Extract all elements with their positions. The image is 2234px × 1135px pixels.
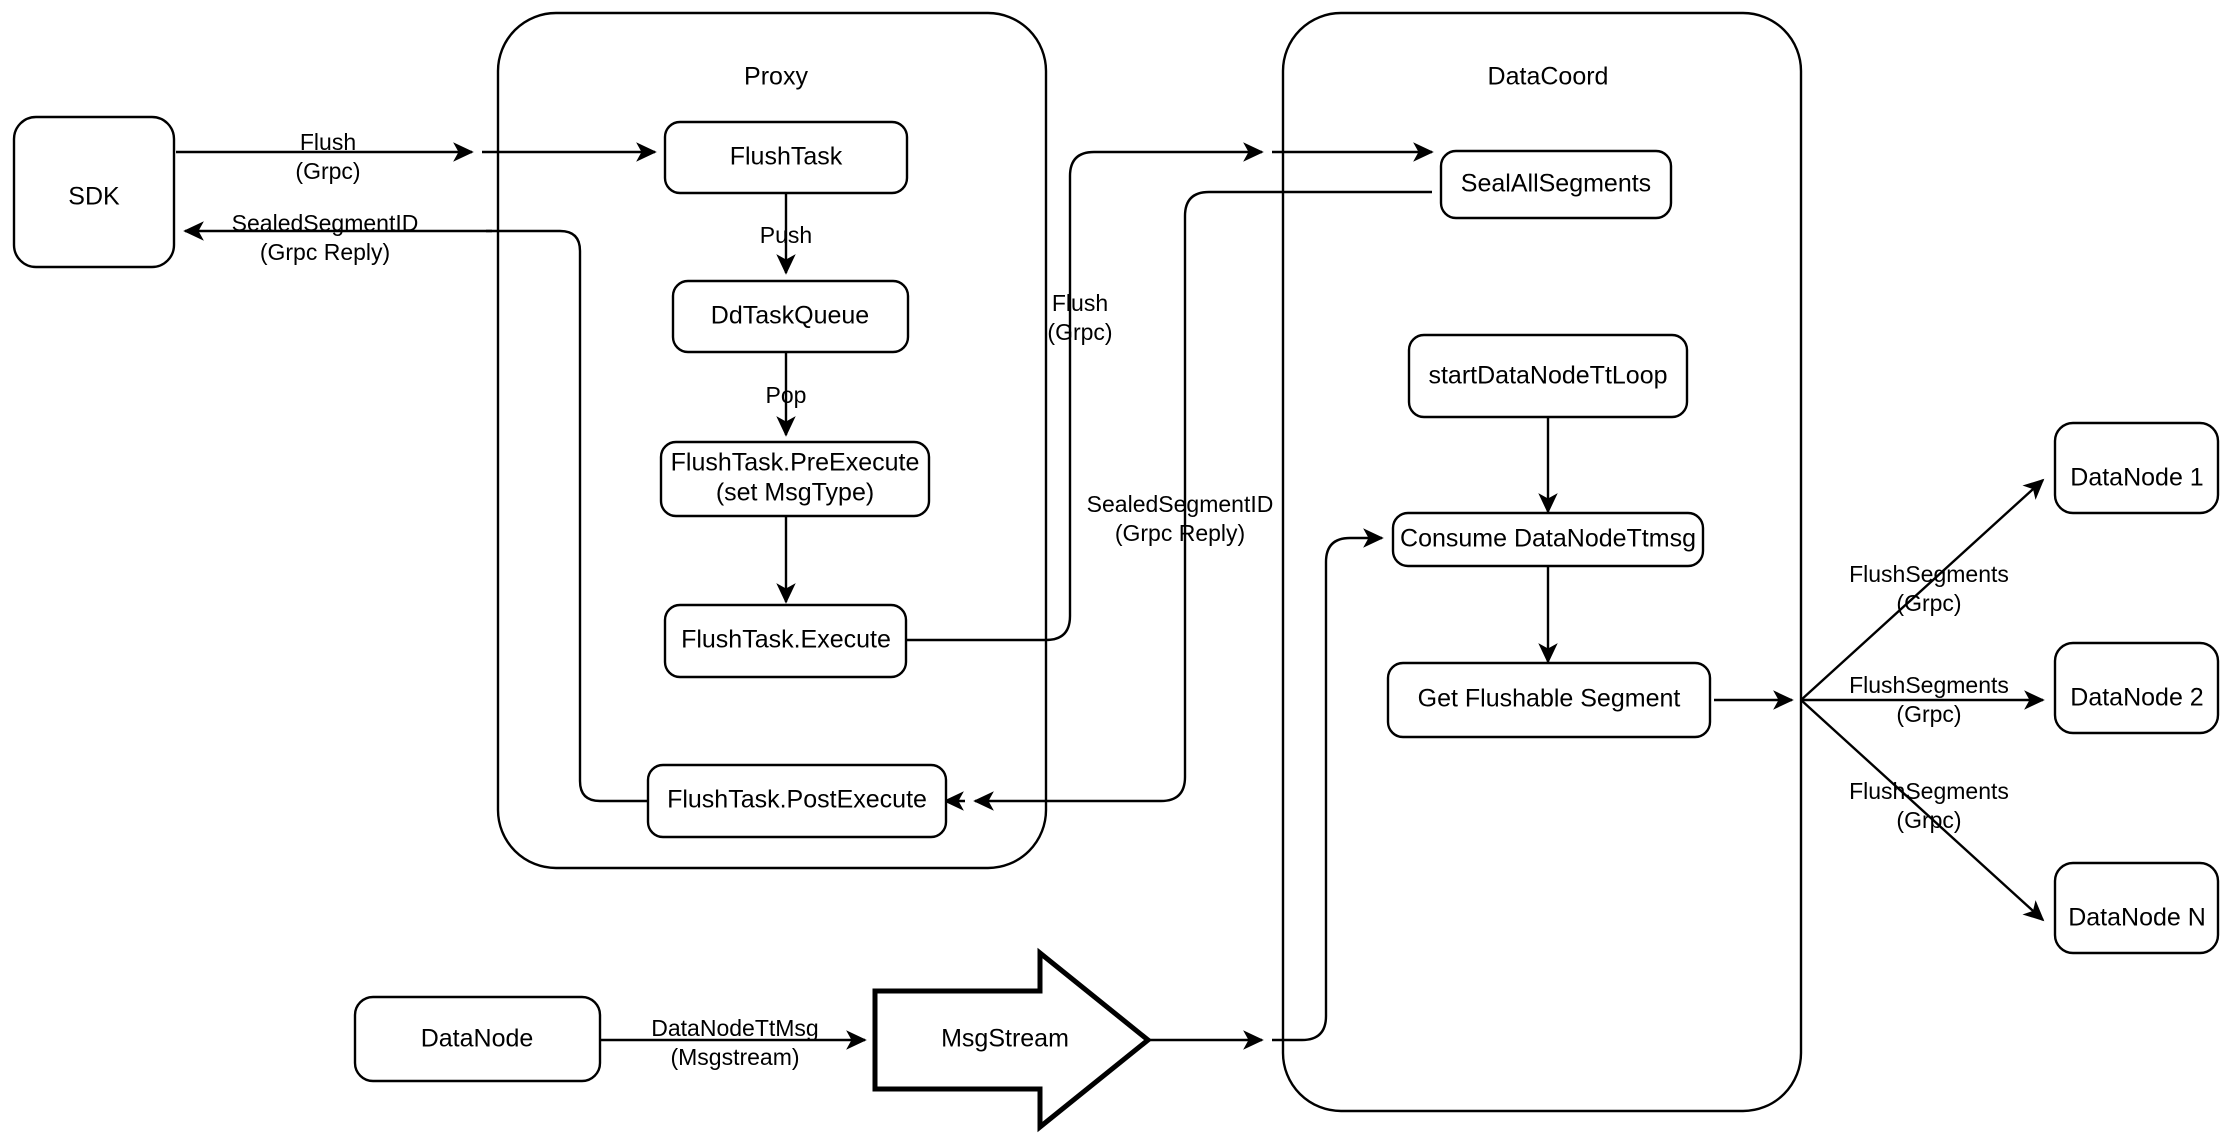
node-datanode-2[interactable]: DataNode 2 [2053, 641, 2220, 735]
node-datanode-n-shape [2053, 861, 2220, 955]
node-flush-task-execute-label: FlushTask.Execute [681, 626, 891, 654]
edge-label-flushsegments-n-line1: FlushSegments [1849, 778, 2009, 804]
edge-label-flush-datacoord-line1: Flush [1052, 290, 1108, 316]
edge-label-flush-segments-n: FlushSegments (Grpc) [1849, 778, 2009, 833]
edge-label-flushsegments-2-line2: (Grpc) [1896, 701, 1961, 727]
node-datanode-n-label: DataNode N [2068, 904, 2206, 932]
node-flush-task-execute-shape [663, 603, 908, 679]
edge-label-flushsegments-2-line1: FlushSegments [1849, 672, 2009, 698]
node-get-flushable-segment-shape [1386, 661, 1712, 739]
node-datanode-1-label: DataNode 1 [2070, 464, 2203, 492]
edge-label-flushsegments-1-line1: FlushSegments [1849, 561, 2009, 587]
edge-label-sealedsegmentid-reply-line2: (Grpc Reply) [1115, 520, 1245, 546]
node-seal-all-segments-label: SealAllSegments [1461, 170, 1651, 198]
node-consume-datanode-ttmsg[interactable]: Consume DataNodeTtmsg [1391, 511, 1705, 568]
node-flush-task[interactable]: FlushTask [663, 120, 909, 195]
node-msgstream[interactable]: MsgStream [872, 947, 1152, 1133]
edge-label-flushsegments-n-line2: (Grpc) [1896, 807, 1961, 833]
edge-label-sealedsegmentid-line2: (Grpc Reply) [260, 239, 390, 265]
datacoord-container-title: DataCoord [1488, 63, 1609, 91]
node-flush-task-post-execute[interactable]: FlushTask.PostExecute [646, 763, 948, 839]
node-sdk-label: SDK [68, 183, 120, 211]
node-datanode-1[interactable]: DataNode 1 [2053, 421, 2220, 515]
edge-label-sealedsegmentid-reply-line1: SealedSegmentID [1087, 491, 1274, 517]
node-get-flushable-segment[interactable]: Get Flushable Segment [1386, 661, 1712, 739]
proxy-container-title: Proxy [744, 63, 808, 91]
edge-execute-to-datacoord [906, 142, 1264, 642]
proxy-container[interactable]: Proxy [496, 11, 1048, 870]
edge-label-pop: Pop [766, 382, 807, 408]
node-start-datanode-tt-loop-label: startDataNodeTtLoop [1428, 362, 1667, 390]
edge-label-flush-segments-1: FlushSegments (Grpc) [1849, 561, 2009, 616]
node-datanode-bottom-label: DataNode [421, 1025, 534, 1053]
node-datanode-2-shape [2053, 641, 2220, 735]
proxy-container-shape [496, 11, 1048, 870]
node-flush-task-post-execute-label: FlushTask.PostExecute [667, 786, 927, 814]
node-flush-task-pre-execute[interactable]: FlushTask.PreExecute (set MsgType) [659, 440, 931, 518]
node-seal-all-segments[interactable]: SealAllSegments [1439, 149, 1673, 220]
edge-label-flushsegments-1-line2: (Grpc) [1896, 590, 1961, 616]
edge-junction-to-datanode-n [1800, 699, 2045, 922]
edge-datacoord-to-proxy-reply [973, 190, 1432, 811]
edge-label-proxy-to-datacoord: Flush (Grpc) [1047, 290, 1112, 345]
node-flush-task-pre-execute-label-line1: FlushTask.PreExecute [671, 449, 920, 477]
node-flush-task-shape [663, 120, 909, 195]
node-msgstream-label: MsgStream [941, 1025, 1069, 1053]
node-seal-all-segments-shape [1439, 149, 1673, 220]
edge-label-sdk-to-proxy: Flush (Grpc) [295, 129, 360, 184]
node-flush-task-pre-execute-shape [659, 440, 931, 518]
edge-label-proxy-to-sdk: SealedSegmentID (Grpc Reply) [232, 210, 419, 265]
node-datanode-bottom[interactable]: DataNode [353, 995, 602, 1083]
edge-junction-to-datanode-1 [1800, 478, 2045, 701]
node-get-flushable-segment-label: Get Flushable Segment [1418, 685, 1681, 713]
edge-label-datanode-ttmsg: DataNodeTtMsg (Msgstream) [651, 1015, 818, 1070]
edge-postexecute-to-sdk-reply [486, 229, 651, 803]
node-sdk[interactable]: SDK [12, 115, 176, 269]
edge-label-flush-grpc-line2: (Grpc) [295, 158, 360, 184]
node-sdk-shape [12, 115, 176, 269]
node-start-datanode-tt-loop[interactable]: startDataNodeTtLoop [1407, 333, 1689, 419]
edge-label-push: Push [760, 222, 812, 248]
node-consume-datanode-ttmsg-shape [1391, 511, 1705, 568]
edge-label-flush-segments-2: FlushSegments (Grpc) [1849, 672, 2009, 727]
edge-label-flush-datacoord-line2: (Grpc) [1047, 319, 1112, 345]
node-flush-task-post-execute-shape [646, 763, 948, 839]
node-datanode-2-label: DataNode 2 [2070, 684, 2203, 712]
node-flush-task-execute[interactable]: FlushTask.Execute [663, 603, 908, 679]
edge-label-datacoord-to-proxy: SealedSegmentID (Grpc Reply) [1087, 491, 1274, 546]
node-start-datanode-tt-loop-shape [1407, 333, 1689, 419]
node-datanode-1-shape [2053, 421, 2220, 515]
edge-label-flush-grpc-line1: Flush [300, 129, 356, 155]
node-dd-task-queue-label: DdTaskQueue [711, 302, 869, 330]
node-msgstream-shape [872, 947, 1152, 1133]
edge-label-sealedsegmentid-line1: SealedSegmentID [232, 210, 419, 236]
node-dd-task-queue-shape [671, 279, 910, 354]
node-datanode-n[interactable]: DataNode N [2053, 861, 2220, 955]
node-datanode-bottom-shape [353, 995, 602, 1083]
node-flush-task-pre-execute-label-line2: (set MsgType) [716, 479, 874, 507]
edge-label-datanodettmsg-line2: (Msgstream) [670, 1044, 799, 1070]
edge-label-datanodettmsg-line1: DataNodeTtMsg [651, 1015, 818, 1041]
node-dd-task-queue[interactable]: DdTaskQueue [671, 279, 910, 354]
edge-datacoord-boundary-to-consume [1272, 528, 1384, 1042]
node-flush-task-label: FlushTask [730, 143, 843, 171]
node-consume-datanode-ttmsg-label: Consume DataNodeTtmsg [1400, 525, 1696, 553]
